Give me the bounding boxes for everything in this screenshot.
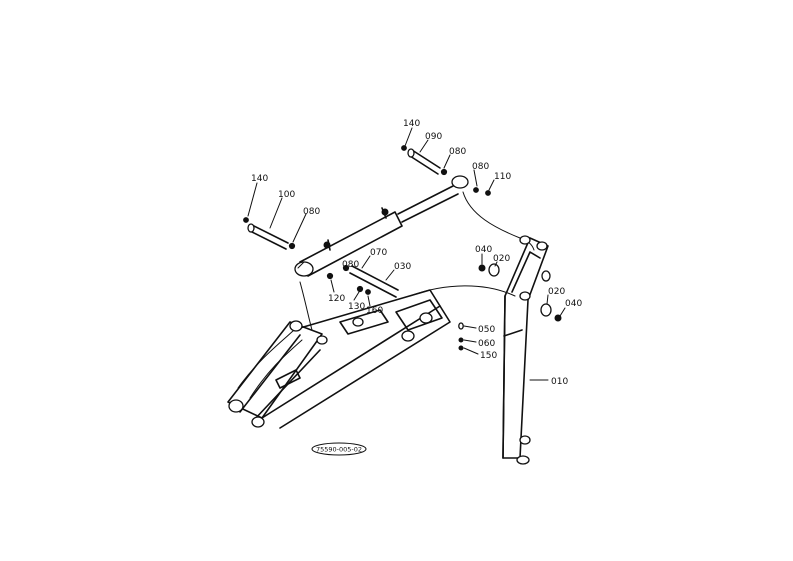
drawing-code: 75590-005-02 xyxy=(316,446,362,454)
callout-080-top: 080 xyxy=(449,147,466,157)
callout-020-left: 020 xyxy=(493,254,510,264)
callout-020-right: 020 xyxy=(548,287,565,297)
swing-bracket[interactable] xyxy=(227,289,451,429)
drawing-code-stamp: 75590-005-02 xyxy=(311,442,367,456)
pin-140-b[interactable] xyxy=(243,217,249,223)
bolt-120[interactable] xyxy=(326,272,334,280)
bushing-020-a[interactable] xyxy=(488,263,500,277)
washer-080-c[interactable] xyxy=(288,242,296,250)
callout-080-mid: 080 xyxy=(342,260,359,270)
callout-110: 110 xyxy=(494,172,511,182)
callout-090: 090 xyxy=(425,132,442,142)
bolt-150[interactable] xyxy=(458,345,464,351)
callout-050: 050 xyxy=(478,325,495,335)
grease-nipple-040-b[interactable] xyxy=(554,314,562,322)
pin-100[interactable] xyxy=(247,223,289,250)
callout-080-left: 080 xyxy=(303,207,320,217)
callout-160: 160 xyxy=(366,306,383,316)
bushing-020-b[interactable] xyxy=(540,303,552,317)
washer-080-b[interactable] xyxy=(473,187,479,193)
washer-130[interactable] xyxy=(356,285,364,293)
washer-080-a[interactable] xyxy=(440,168,448,176)
callout-140-top: 140 xyxy=(403,119,420,129)
callout-140-left: 140 xyxy=(251,174,268,184)
callout-010: 010 xyxy=(551,377,568,387)
hydraulic-cylinder[interactable] xyxy=(294,184,459,277)
callout-040-right: 040 xyxy=(565,299,582,309)
callout-100: 100 xyxy=(278,190,295,200)
boom-arm[interactable] xyxy=(502,235,549,465)
pin-140-a[interactable] xyxy=(401,145,407,151)
pin-090[interactable] xyxy=(407,148,441,175)
callout-040-left: 040 xyxy=(475,245,492,255)
grease-nipple-040-a[interactable] xyxy=(478,264,486,272)
callout-030: 030 xyxy=(394,262,411,272)
hydraulic-hose-main xyxy=(299,281,516,331)
callout-130: 130 xyxy=(348,302,365,312)
washer-060[interactable] xyxy=(458,337,464,343)
cylinder-rod-eye[interactable] xyxy=(451,175,469,189)
nut-160[interactable] xyxy=(365,289,371,295)
nut-110[interactable] xyxy=(485,190,491,196)
callout-120: 120 xyxy=(328,294,345,304)
leader-lines xyxy=(247,127,566,381)
bushing-upper[interactable] xyxy=(541,270,551,282)
callout-labels: 140 090 080 080 110 140 100 080 070 080 … xyxy=(251,119,582,387)
callout-060: 060 xyxy=(478,339,495,349)
callout-080-right: 080 xyxy=(472,162,489,172)
hydraulic-hose-side xyxy=(237,329,303,399)
callout-150: 150 xyxy=(480,351,497,361)
callout-070: 070 xyxy=(370,248,387,258)
pin-070[interactable] xyxy=(349,265,399,298)
washer-050[interactable] xyxy=(458,322,464,330)
